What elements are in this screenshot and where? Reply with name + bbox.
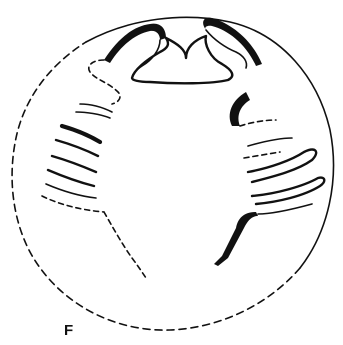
left-stripe-1 xyxy=(76,112,110,118)
left-stripe-6 xyxy=(46,184,96,198)
right-curl-2 xyxy=(252,178,324,204)
boundary-dashed-arc xyxy=(12,42,300,330)
right-curl-1 xyxy=(248,150,316,182)
right-upper-blob xyxy=(230,92,250,126)
boundary-solid-arc xyxy=(86,17,333,268)
left-stripe-4 xyxy=(52,156,96,172)
top-left-hook-outline xyxy=(132,40,160,78)
panel-label: F xyxy=(64,323,73,338)
left-lower-leg-dashed xyxy=(104,212,146,278)
left-stripe-3 xyxy=(56,140,98,156)
right-lower-leg xyxy=(214,212,258,266)
left-stripe-2 xyxy=(62,126,100,142)
left-stripe-5 xyxy=(48,170,94,186)
central-top-loop xyxy=(132,36,232,83)
top-right-hook xyxy=(203,18,262,66)
right-lower-leg-line xyxy=(258,204,312,214)
right-upper-dash xyxy=(240,120,276,126)
left-lobe-dashed xyxy=(89,60,120,104)
left-stripe-1b xyxy=(80,104,112,112)
right-stripe-1 xyxy=(248,138,292,146)
right-stripe-dashed-1 xyxy=(244,152,280,158)
